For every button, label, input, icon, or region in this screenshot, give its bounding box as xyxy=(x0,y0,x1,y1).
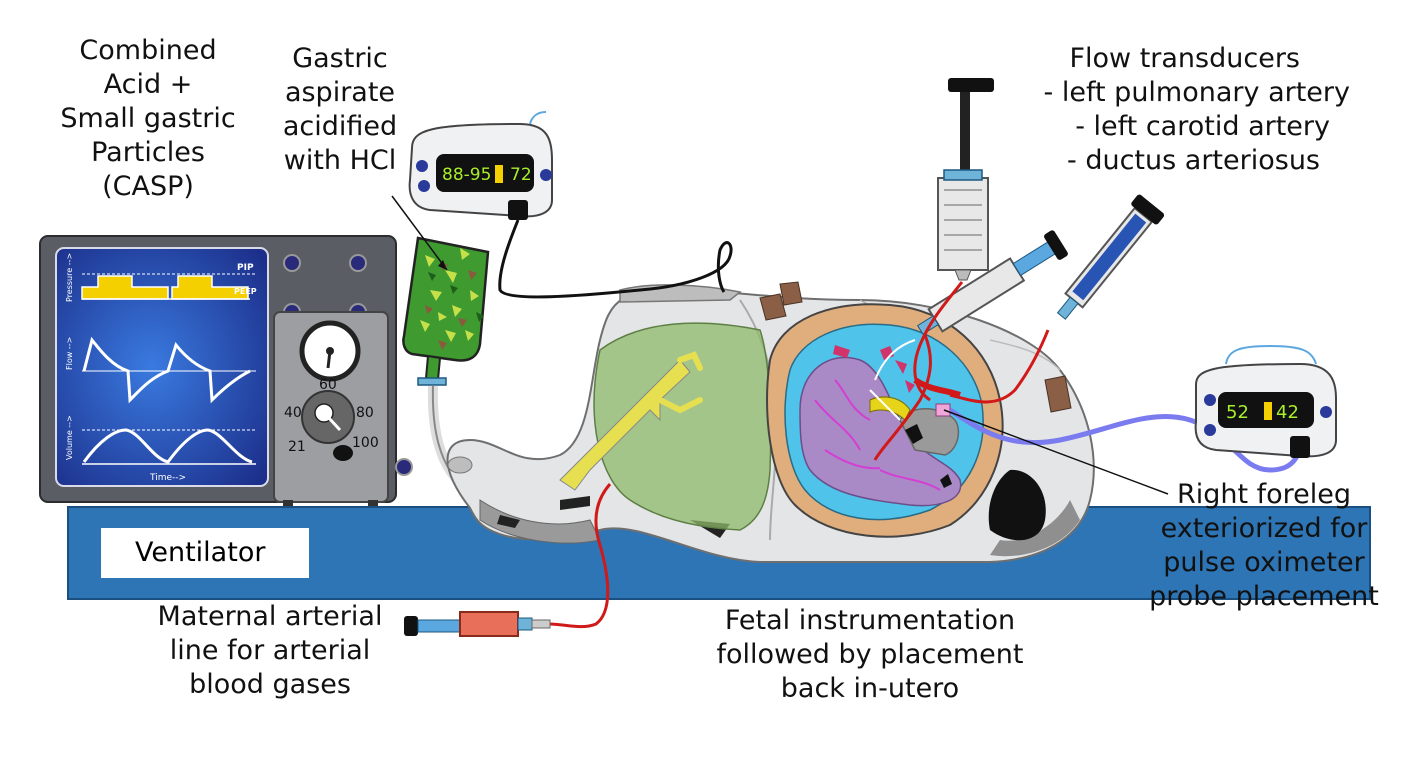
oximeter-probe xyxy=(935,403,951,417)
pressure-axis-label: Pressure --> xyxy=(65,253,74,302)
pressure-trace xyxy=(81,275,249,300)
monitor-button[interactable] xyxy=(1204,394,1216,406)
spo2-reading-left: 88-95 xyxy=(442,165,491,185)
oximeter-display xyxy=(436,154,534,192)
probe-cable xyxy=(948,407,1303,473)
syringe-vertical xyxy=(937,78,994,281)
gastric-aspirate-bag xyxy=(402,236,490,386)
ventilator-knob xyxy=(395,458,413,476)
ductus-line xyxy=(949,329,1050,404)
maternal-arterial-label: Maternal arterial line for arterial bloo… xyxy=(157,601,383,700)
fetal-instrumentation-label: Fetal instrumentation followed by placem… xyxy=(716,605,1024,704)
ventilator-screen xyxy=(55,247,269,487)
gastric-aspirate-label: Gastric aspirate acidified with HCl xyxy=(282,43,398,176)
flow-axis-label: Flow --> xyxy=(65,337,74,370)
dial-value-100: 100 xyxy=(352,435,379,451)
carotid-artery-line xyxy=(873,334,932,461)
tape-strip xyxy=(779,281,803,306)
tape-strip xyxy=(759,293,787,321)
monitor-button[interactable] xyxy=(418,180,430,192)
fetus xyxy=(799,356,962,507)
time-axis-label: Time--> xyxy=(149,473,186,483)
left-oximeter-cable xyxy=(498,219,733,299)
flow-trace xyxy=(82,336,251,404)
right-foreleg-label: Right foreleg exteriorized for pulse oxi… xyxy=(1149,479,1379,612)
hr-reading-left: 72 xyxy=(510,165,532,185)
monitor-button[interactable] xyxy=(540,169,552,181)
dial-value-80: 80 xyxy=(356,405,374,421)
maternal-lungs xyxy=(593,322,772,531)
gastric-pointer-line xyxy=(391,195,448,271)
pip-label: PIP xyxy=(237,263,254,273)
casp-label: Combined Acid + Small gastric Particles … xyxy=(60,35,236,202)
ventilator-knob xyxy=(283,254,301,272)
flow-transducers-label: Flow transducers - left pulmonary artery… xyxy=(1043,43,1350,176)
pulse-oximeter-left: 88-95 72 xyxy=(408,111,553,220)
spo2-reading-right: 52 xyxy=(1226,402,1249,423)
pulmonary-artery-line xyxy=(913,281,964,402)
ventilator-knob xyxy=(349,254,367,272)
ventilator-label: Ventilator xyxy=(101,528,309,578)
volume-axis-label: Volume --> xyxy=(65,415,74,460)
monitor-button[interactable] xyxy=(416,160,428,172)
hr-reading-right: 42 xyxy=(1276,402,1299,423)
syringe-diagonal-2 xyxy=(1056,194,1165,320)
arterial-line-syringe xyxy=(404,611,551,637)
monitor-button[interactable] xyxy=(1204,424,1216,436)
pulse-oximeter-right: 52 42 xyxy=(1194,344,1337,458)
dial-value-21: 21 xyxy=(288,439,306,455)
ventilator-device: PIP PEEP Pressure --> Flow --> Volume --… xyxy=(39,235,413,506)
peep-label: PEEP xyxy=(234,287,257,296)
dial-value-60: 60 xyxy=(319,377,337,393)
maternal-arterial-line xyxy=(549,483,612,629)
blender-outlet xyxy=(333,445,353,461)
foreleg-pointer-line xyxy=(943,409,1169,495)
tape-strip xyxy=(1044,375,1072,413)
dial-value-40: 40 xyxy=(284,405,302,421)
monitor-button[interactable] xyxy=(1320,406,1332,418)
volume-trace xyxy=(82,428,253,464)
